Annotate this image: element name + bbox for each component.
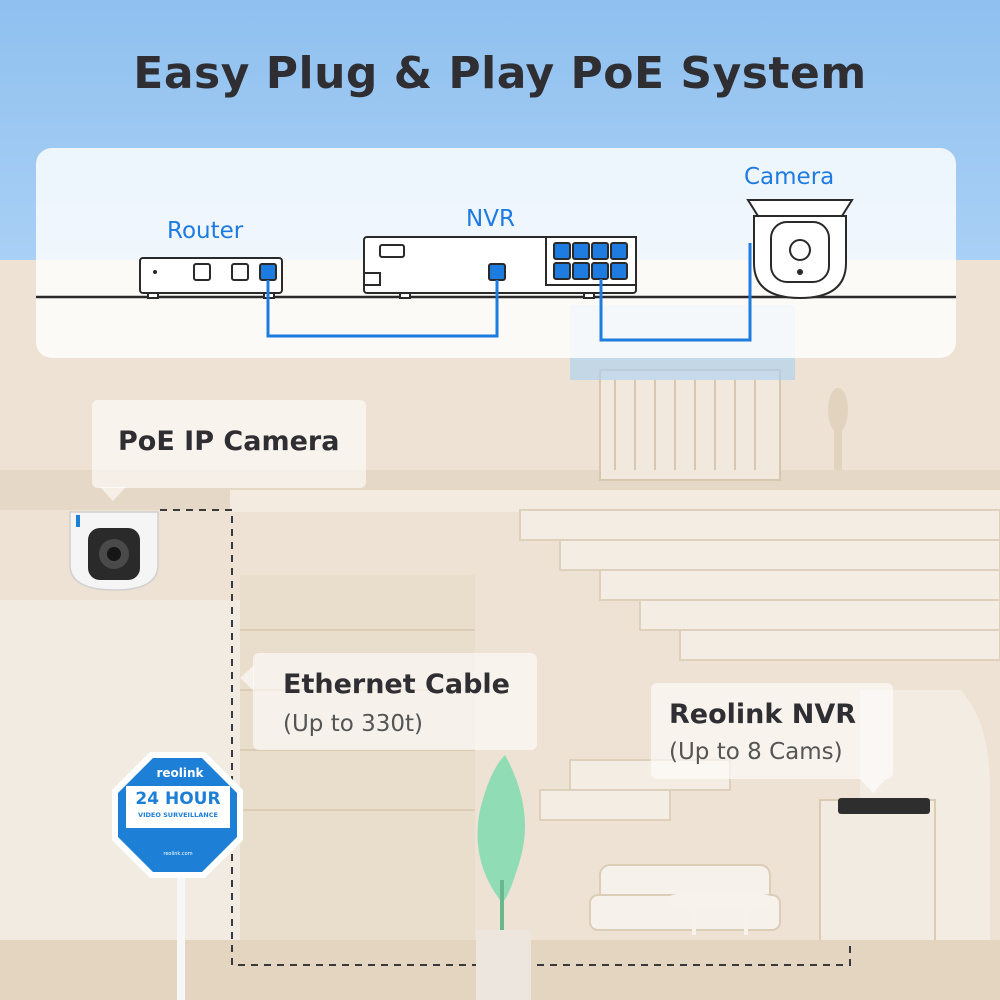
callout-ethernet-title: Ethernet Cable [283,669,510,700]
sign-brand: reolink [156,766,204,780]
callout-nvr-title: Reolink NVR [669,699,857,730]
router-port [259,263,277,281]
page-title: Easy Plug & Play PoE System [133,48,867,99]
cable-route [160,509,851,966]
nvr-device [838,798,930,814]
nvr-poe-ports [545,236,637,286]
callout-pointer [240,665,254,691]
sign-line1: 24 HOUR [135,789,221,809]
dome-camera [69,511,159,591]
nvr-label: NVR [466,206,515,232]
callout-nvr: Reolink NVR (Up to 8 Cams) [651,683,893,779]
door [240,575,475,1000]
callout-pointer [100,487,126,501]
sign-url: reolink.com [163,851,193,857]
camera-outline [746,199,854,300]
security-sign [112,752,243,1000]
floor-edge [230,490,1000,512]
camera-label: Camera [744,164,835,190]
callout-pointer [860,779,886,793]
router-led [153,270,157,274]
coffee-table [665,890,775,935]
nvr-uplink-port [488,263,506,281]
diagram-cables [266,243,752,342]
callout-poe-camera-title: PoE IP Camera [118,426,340,457]
router-label: Router [167,218,244,244]
crib [599,369,781,481]
diagram-panel: Router NVR Camera [36,148,956,358]
lamp [828,388,848,470]
diagram-svg [36,199,956,342]
router-device [139,257,283,299]
sign-line2: VIDEO SURVEILLANCE [138,811,218,819]
nvr-cabinet [819,798,936,951]
camera-led [797,269,803,275]
callout-poe-camera: PoE IP Camera [92,400,366,488]
plant [476,755,531,1000]
callout-ethernet-subtitle: (Up to 330t) [283,711,424,737]
callout-ethernet: Ethernet Cable (Up to 330t) [253,653,537,750]
callout-nvr-subtitle: (Up to 8 Cams) [669,739,843,765]
